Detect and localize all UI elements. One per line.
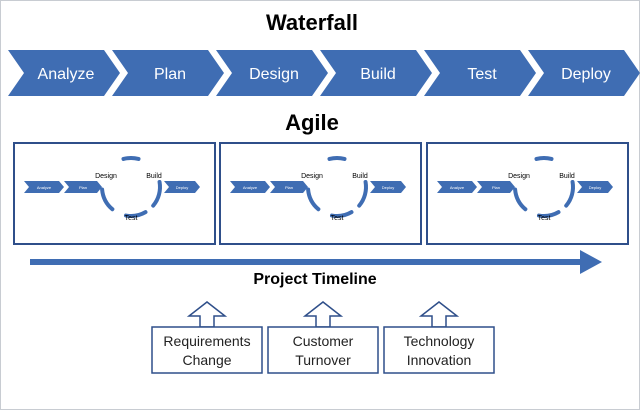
waterfall-stage-test: Test — [424, 50, 536, 96]
stage-label: Build — [360, 66, 396, 83]
cycle-arc — [121, 156, 141, 161]
agile-title: Agile — [285, 110, 339, 135]
cycle-arc — [100, 187, 115, 212]
mini-label-deploy: Deploy — [176, 185, 188, 190]
chevron-shape — [424, 50, 536, 96]
mini-chevron-analyze — [24, 181, 64, 193]
waterfall-stage-build: Build — [320, 50, 432, 96]
mini-label-design: Design — [95, 173, 117, 180]
chevron-shape — [528, 50, 640, 96]
mini-label-plan: Plan — [79, 185, 87, 190]
stage-label: Design — [249, 66, 299, 83]
mini-chevron-plan — [270, 181, 308, 193]
mini-label-test: Test — [331, 215, 344, 222]
mini-label-deploy: Deploy — [382, 185, 394, 190]
waterfall-stage-plan: Plan — [112, 50, 224, 96]
cycle-arc — [564, 179, 575, 208]
timeline-label: Project Timeline — [253, 271, 376, 288]
stage-label: Deploy — [561, 66, 611, 83]
driver-line1: Customer — [293, 333, 354, 349]
cycle-arc — [327, 156, 347, 161]
mini-chevron-deploy — [370, 181, 406, 193]
mini-label-analyze: Analyze — [243, 185, 258, 190]
mini-chevron-deploy — [164, 181, 200, 193]
waterfall-title: Waterfall — [266, 10, 358, 35]
driver-line2: Turnover — [295, 352, 351, 368]
driver-line1: Requirements — [163, 333, 250, 349]
mini-label-deploy: Deploy — [589, 185, 601, 190]
cycle-arc — [151, 179, 162, 208]
up-arrow-icon — [186, 301, 228, 328]
chevron-shape — [320, 50, 432, 96]
up-arrow-icon — [302, 301, 344, 328]
up-arrow-icon — [418, 301, 460, 328]
mini-chevron-deploy — [577, 181, 613, 193]
driver-line1: Technology — [404, 333, 475, 349]
mini-label-build: Build — [559, 173, 575, 180]
mini-label-analyze: Analyze — [37, 185, 52, 190]
mini-label-design: Design — [301, 173, 323, 180]
mini-label-design: Design — [508, 173, 530, 180]
stage-label: Plan — [154, 66, 186, 83]
driver-line2: Change — [182, 352, 231, 368]
waterfall-chevrons: Analyze Plan Design Build Test Deploy — [8, 50, 640, 96]
mini-label-build: Build — [146, 173, 162, 180]
mini-chevron-plan — [477, 181, 515, 193]
mini-label-plan: Plan — [492, 185, 500, 190]
mini-label-test: Test — [125, 215, 138, 222]
chevron-shape — [8, 50, 120, 96]
mini-chevron-analyze — [437, 181, 477, 193]
cycle-arc — [534, 156, 554, 161]
driver-line2: Innovation — [407, 352, 472, 368]
chevron-shape — [112, 50, 224, 96]
cycle-arc — [536, 210, 561, 218]
stage-label: Test — [467, 66, 497, 83]
mini-chevron-plan — [64, 181, 102, 193]
cycle-arc — [357, 179, 368, 208]
cycle-arc — [123, 210, 148, 218]
cycle-arc — [306, 187, 321, 212]
stage-label: Analyze — [38, 66, 95, 83]
cycle-arc — [513, 187, 528, 212]
waterfall-stage-analyze: Analyze — [8, 50, 120, 96]
mini-label-build: Build — [352, 173, 368, 180]
mini-label-test: Test — [538, 215, 551, 222]
timeline-arrow — [30, 250, 602, 274]
chevron-shape — [216, 50, 328, 96]
mini-label-analyze: Analyze — [450, 185, 465, 190]
mini-label-plan: Plan — [285, 185, 293, 190]
cycle-arc — [329, 210, 354, 218]
change-drivers: RequirementsChangeCustomerTurnoverTechno… — [151, 301, 495, 374]
waterfall-stage-design: Design — [216, 50, 328, 96]
waterfall-stage-deploy: Deploy — [528, 50, 640, 96]
mini-chevron-analyze — [230, 181, 270, 193]
